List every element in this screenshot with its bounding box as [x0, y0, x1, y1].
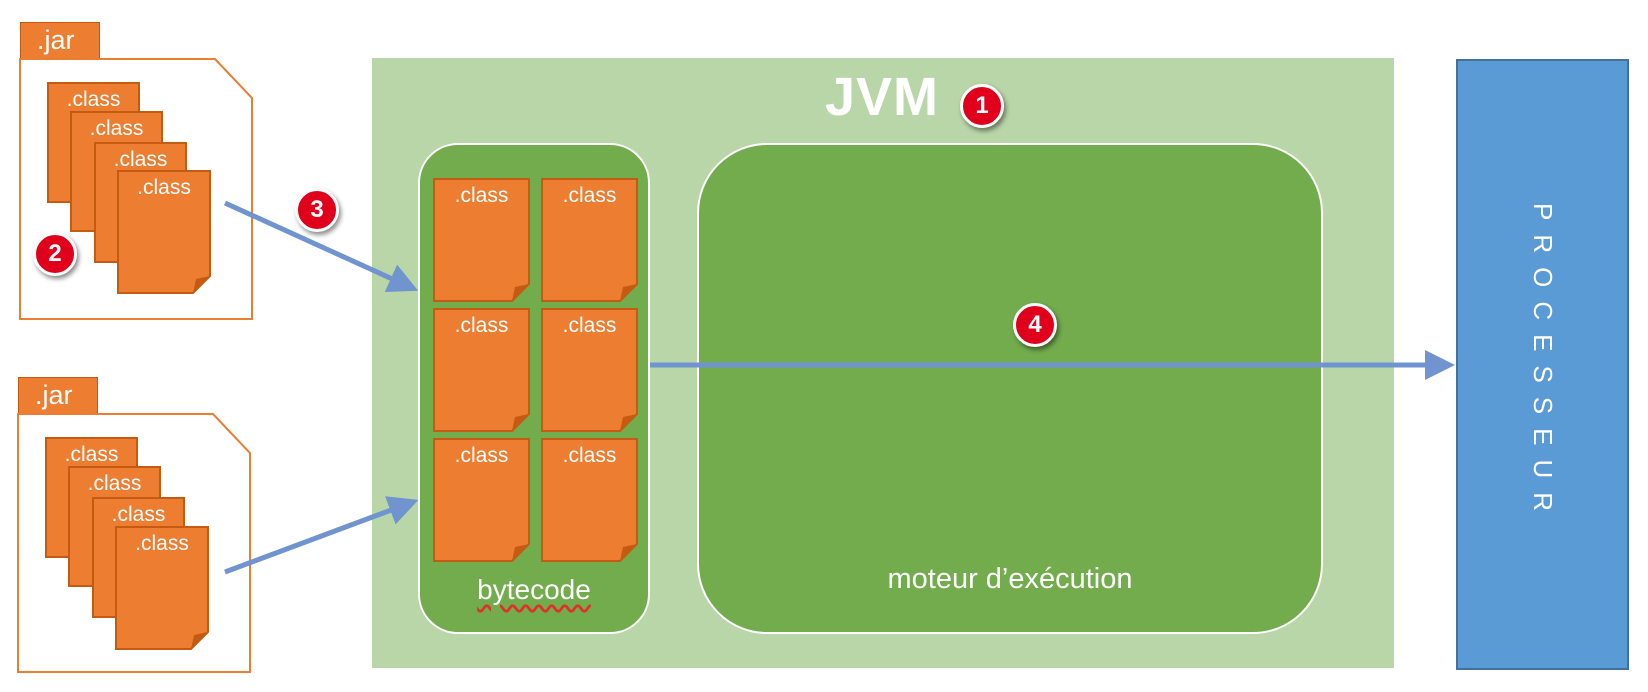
step-badge-1: 1 [960, 84, 1004, 128]
bytecode-class-doc-3: .class [433, 308, 530, 432]
bytecode-class-doc-4: .class [541, 308, 638, 432]
bytecode-class-doc-6: .class [541, 438, 638, 562]
processor-label-wrap: PROCESSEUR [1456, 59, 1629, 670]
execution-engine-label: moteur d’exécution [887, 563, 1133, 595]
step-badge-2: 2 [33, 232, 77, 276]
processor-label: PROCESSEUR [1528, 203, 1558, 526]
arrow-jar1-to-bytecode [223, 200, 419, 292]
processor-block [1456, 59, 1629, 670]
bytecode-class-doc-5: .class [433, 438, 530, 562]
jar1-class-doc-4: .class [117, 170, 211, 294]
step-badge-4: 4 [1013, 303, 1057, 347]
step-badge-3: 3 [295, 188, 339, 232]
arrow-jar2-to-bytecode [224, 496, 419, 575]
bytecode-class-doc-2: .class [541, 178, 638, 302]
execution-engine-area [697, 143, 1323, 634]
bytecode-label: bytecode [477, 574, 591, 605]
jar-tab-1: .jar [20, 22, 100, 60]
jar2-class-doc-4: .class [115, 526, 209, 650]
jar-label-1: .jar [37, 25, 75, 55]
jvm-title: JVM [825, 67, 940, 127]
bytecode-class-doc-1: .class [433, 178, 530, 302]
jar-label-2: .jar [35, 380, 73, 410]
